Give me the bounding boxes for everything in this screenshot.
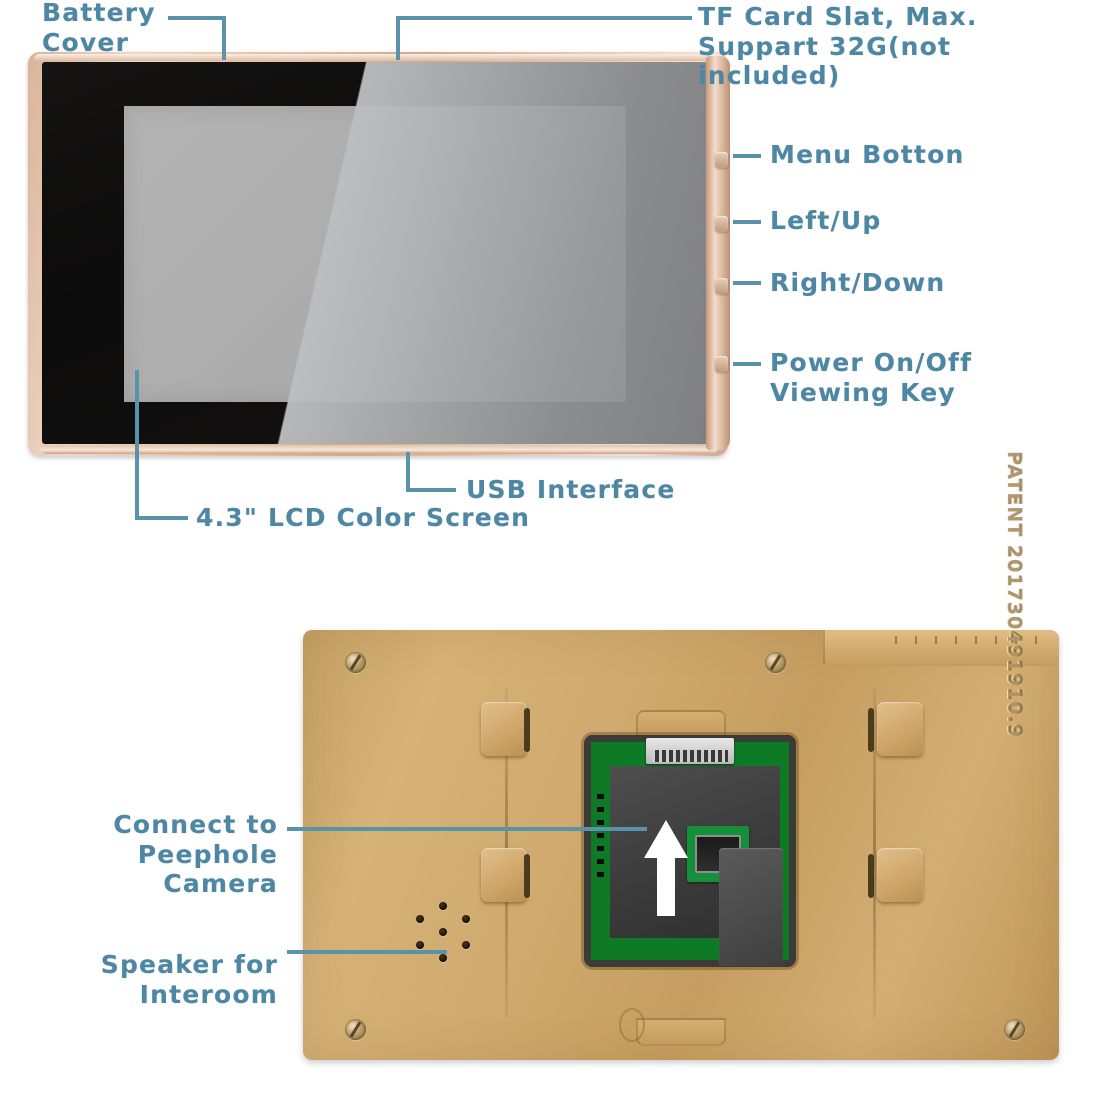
back-view-device: PATENT 201730491910.9	[303, 451, 1059, 1060]
speaker-hole-nw	[416, 915, 424, 923]
mount-tab-left-top	[481, 702, 527, 756]
screw-bottom-left	[345, 1019, 366, 1040]
bezel-bottom-edge	[40, 445, 718, 454]
front-view-device	[28, 52, 730, 456]
leader-left-up	[733, 220, 761, 224]
label-peephole-camera: Connect to Peephole Camera	[113, 810, 278, 898]
mount-slot-right-bottom	[868, 854, 874, 898]
speaker-hole-s	[439, 954, 447, 962]
bay-cover-flap	[719, 848, 783, 966]
leader-battery-cover-h	[168, 16, 226, 20]
pcb-board	[591, 738, 789, 966]
screw-bottom-right	[1004, 1019, 1025, 1040]
leader-tf-card-h	[396, 16, 692, 20]
insertion-arrow-icon	[644, 820, 688, 916]
leader-tf-card-v	[396, 16, 400, 60]
label-menu-button: Menu Botton	[770, 140, 965, 169]
battery-cover-lip	[823, 630, 1059, 666]
cover-grip-ridges	[895, 636, 1045, 644]
bezel-top-edge	[34, 54, 724, 61]
leader-lcd-h	[135, 516, 188, 520]
speaker-hole-ne	[462, 915, 470, 923]
label-lcd-screen: 4.3" LCD Color Screen	[196, 503, 531, 532]
mount-tab-right-top	[877, 702, 923, 756]
mount-tab-right-bottom	[877, 848, 923, 902]
speaker-hole-sw	[416, 941, 424, 949]
leader-usb-h	[406, 488, 456, 492]
patent-emboss: PATENT 201730491910.9	[1003, 451, 1025, 738]
front-glass-panel	[42, 62, 710, 444]
bottom-oval-mark	[619, 1008, 645, 1042]
power-viewing-button-bump[interactable]	[715, 356, 728, 372]
bracket-rail-right	[873, 688, 876, 1018]
leader-speaker	[287, 950, 447, 954]
right-side-rail	[706, 56, 730, 450]
leader-peephole-camera	[287, 827, 647, 831]
battery-compartment	[584, 735, 796, 967]
ribbon-connector	[646, 738, 734, 764]
screw-top-right	[765, 652, 786, 673]
speaker-hole-se	[462, 941, 470, 949]
leader-right-down	[733, 281, 761, 285]
label-right-down: Right/Down	[770, 268, 946, 297]
leader-menu-button	[733, 154, 761, 158]
label-usb-interface: USB Interface	[466, 475, 676, 504]
label-power-viewing-key: Power On/Off Viewing Key	[770, 348, 973, 407]
label-left-up: Left/Up	[770, 206, 882, 235]
label-tf-card-slot: TF Card Slat, Max. Suppart 32G(not inclu…	[698, 2, 978, 90]
mount-slot-left-top	[524, 708, 530, 752]
label-speaker-intercom: Speaker for Interoom	[100, 950, 278, 1009]
menu-button-bump[interactable]	[715, 152, 728, 168]
hinge-nub-top	[636, 710, 726, 738]
leader-usb-v	[406, 452, 410, 492]
leader-battery-cover-v	[222, 16, 226, 60]
leader-power-viewing	[733, 362, 761, 366]
pcb-contact-pads	[597, 794, 604, 880]
mount-slot-left-bottom	[524, 854, 530, 898]
right-down-button-bump[interactable]	[715, 278, 728, 294]
speaker-hole-n	[439, 902, 447, 910]
leader-lcd-v	[135, 370, 139, 520]
mount-slot-right-top	[868, 708, 874, 752]
hinge-nub-bottom	[636, 1018, 726, 1046]
mount-tab-left-bottom	[481, 848, 527, 902]
speaker-hole-center	[439, 928, 447, 936]
left-up-button-bump[interactable]	[715, 216, 728, 232]
label-battery-cover: Battery Cover	[42, 0, 156, 57]
screw-top-left	[345, 652, 366, 673]
lcd-display	[124, 106, 626, 402]
